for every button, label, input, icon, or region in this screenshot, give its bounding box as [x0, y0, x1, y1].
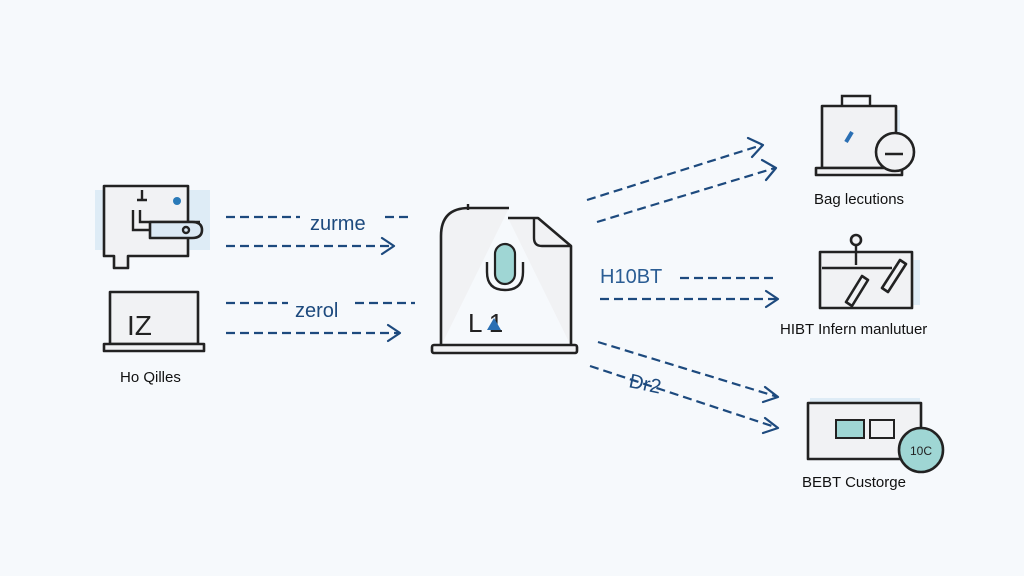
edge-label-zurme: zurme — [310, 213, 366, 235]
microphone-icon — [485, 262, 525, 292]
edge-bottom-left: zerol — [226, 300, 415, 343]
edge-to-storage: Dr2 — [589, 340, 780, 435]
edge-to-bag — [586, 136, 778, 224]
output-node-bag[interactable] — [814, 94, 916, 177]
storage-badge: 10C — [910, 444, 932, 458]
inputs-caption: Ho Qilles — [120, 369, 181, 386]
edge-top-left: zurme — [226, 213, 410, 256]
edge-label-zerol: zerol — [295, 300, 338, 322]
output-label-manufacturer: HIBT Infern manlutuer — [780, 321, 927, 338]
output-label-bag: Bag lecutions — [814, 191, 904, 208]
gear-icon — [173, 197, 181, 205]
center-document-node[interactable]: L 1 — [430, 204, 579, 355]
document-glyph: L 1 — [468, 308, 503, 338]
input-node-machine[interactable] — [95, 184, 210, 270]
edge-label-dr2: Dr2 — [627, 370, 663, 398]
monitor-glyph: IZ — [127, 310, 152, 341]
input-node-monitor[interactable]: IZ — [102, 290, 206, 353]
output-node-storage[interactable]: 10C — [806, 398, 945, 474]
edge-to-manufacturer: H10BT — [600, 266, 780, 309]
output-node-manufacturer[interactable] — [818, 233, 920, 310]
output-label-storage: BEBT Custorge — [802, 474, 906, 491]
edge-label-h10bt: H10BT — [600, 266, 662, 288]
